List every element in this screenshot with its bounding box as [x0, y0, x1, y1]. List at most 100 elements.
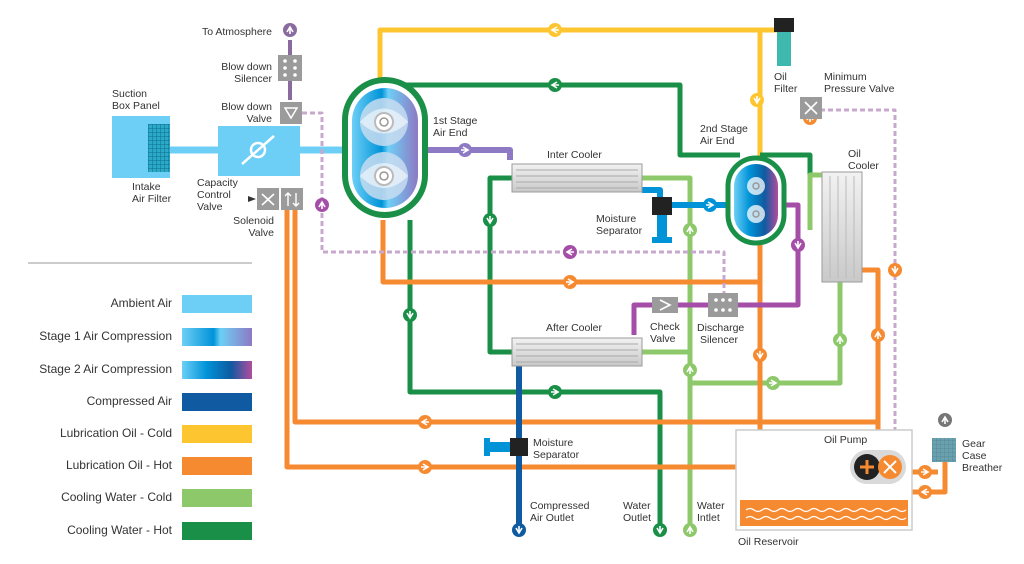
legend-item: Ambient Air	[111, 295, 252, 313]
legend-swatch-stage1	[182, 328, 252, 346]
intake-air-filter	[148, 124, 170, 172]
gear-case-breather	[932, 438, 956, 462]
flow-arrow	[791, 238, 805, 252]
suction-box-panel	[112, 116, 170, 178]
solenoid-valve	[248, 188, 303, 210]
legend-label: Stage 1 Air Compression	[39, 329, 172, 343]
legend-swatch-oil-cold	[182, 425, 252, 443]
oil-filter	[774, 18, 794, 66]
flow-arrow	[483, 213, 497, 227]
butterfly-valve-icon	[249, 141, 267, 159]
legend-item: Stage 2 Air Compression	[39, 361, 252, 379]
flow-arrow	[418, 415, 432, 429]
legend: Ambient Air Stage 1 Air Compression Stag…	[28, 262, 252, 540]
inter-cooler	[511, 163, 643, 193]
flow-arrow	[548, 385, 562, 399]
flow-arrow	[403, 308, 417, 322]
flow-arrow	[833, 333, 847, 347]
blow-down-valve	[280, 102, 302, 124]
legend-label: Stage 2 Air Compression	[39, 362, 172, 376]
flow-arrow	[418, 460, 432, 474]
blowdown-dashed-line	[302, 108, 897, 430]
flow-arrow	[563, 245, 577, 259]
oil-pump	[850, 450, 906, 484]
water-cold-pipe	[642, 175, 843, 535]
breather-arrow	[938, 413, 952, 427]
to-atmosphere-label: To Atmosphere	[202, 26, 272, 38]
inter-cooler-label: Inter Cooler	[547, 149, 602, 161]
water-hot-pipe-stage1	[407, 220, 663, 535]
flow-arrow	[548, 23, 562, 37]
legend-label: Cooling Water - Cold	[61, 490, 172, 504]
after-cooler-label: After Cooler	[546, 322, 603, 334]
water-cold-pipe-cooler	[807, 172, 825, 230]
legend-item: Cooling Water - Hot	[67, 522, 252, 540]
legend-swatch-compressed-air	[182, 393, 252, 411]
legend-item: Compressed Air	[87, 393, 252, 411]
legend-item: Cooling Water - Cold	[61, 489, 252, 507]
second-stage-air-end	[725, 155, 787, 246]
legend-label: Ambient Air	[111, 296, 172, 310]
flow-arrow	[750, 93, 764, 107]
oil-reservoir-label: Oil Reservoir	[738, 536, 799, 548]
legend-label: Compressed Air	[87, 394, 172, 408]
blow-down-silencer	[278, 55, 302, 81]
legend-swatch-water-cold	[182, 489, 252, 507]
after-cooler	[511, 337, 643, 367]
flow-arrow	[458, 143, 472, 157]
stage1-air-pipe	[425, 147, 513, 160]
atmosphere-arrow	[283, 23, 297, 37]
flow-arrow	[871, 328, 885, 342]
flow-arrow	[683, 363, 697, 377]
legend-item: Lubrication Oil - Hot	[66, 457, 252, 475]
capacity-control-valve	[218, 126, 300, 176]
legend-label: Lubrication Oil - Cold	[60, 426, 172, 440]
flow-arrow	[563, 275, 577, 289]
legend-swatch-stage2	[182, 361, 252, 379]
flow-arrow	[683, 223, 697, 237]
first-stage-air-end	[342, 77, 428, 218]
legend-swatch-water-hot	[182, 522, 252, 540]
check-valve	[652, 297, 678, 313]
legend-swatch-oil-hot	[182, 457, 252, 475]
outlet-arrow	[653, 523, 667, 537]
flow-arrow	[548, 78, 562, 92]
oil-hot-pipe-cooler	[860, 267, 881, 455]
minimum-pressure-valve	[800, 97, 822, 119]
flow-arrow	[703, 198, 717, 212]
flow-arrows	[283, 23, 952, 537]
water-hot-pipe-intercooler	[487, 175, 512, 355]
legend-label: Lubrication Oil - Hot	[66, 458, 173, 472]
flow-arrow	[766, 376, 780, 390]
moisture-separator-2	[484, 438, 528, 456]
legend-swatch-ambient-air	[182, 295, 252, 313]
inlet-arrow	[683, 523, 697, 537]
oil-pump-label: Oil Pump	[824, 434, 867, 446]
discharge-silencer	[708, 293, 738, 317]
flow-arrow	[888, 263, 902, 277]
legend-item: Lubrication Oil - Cold	[60, 425, 252, 443]
oil-hot-pipe-3	[284, 205, 755, 470]
legend-label: Cooling Water - Hot	[67, 523, 173, 537]
